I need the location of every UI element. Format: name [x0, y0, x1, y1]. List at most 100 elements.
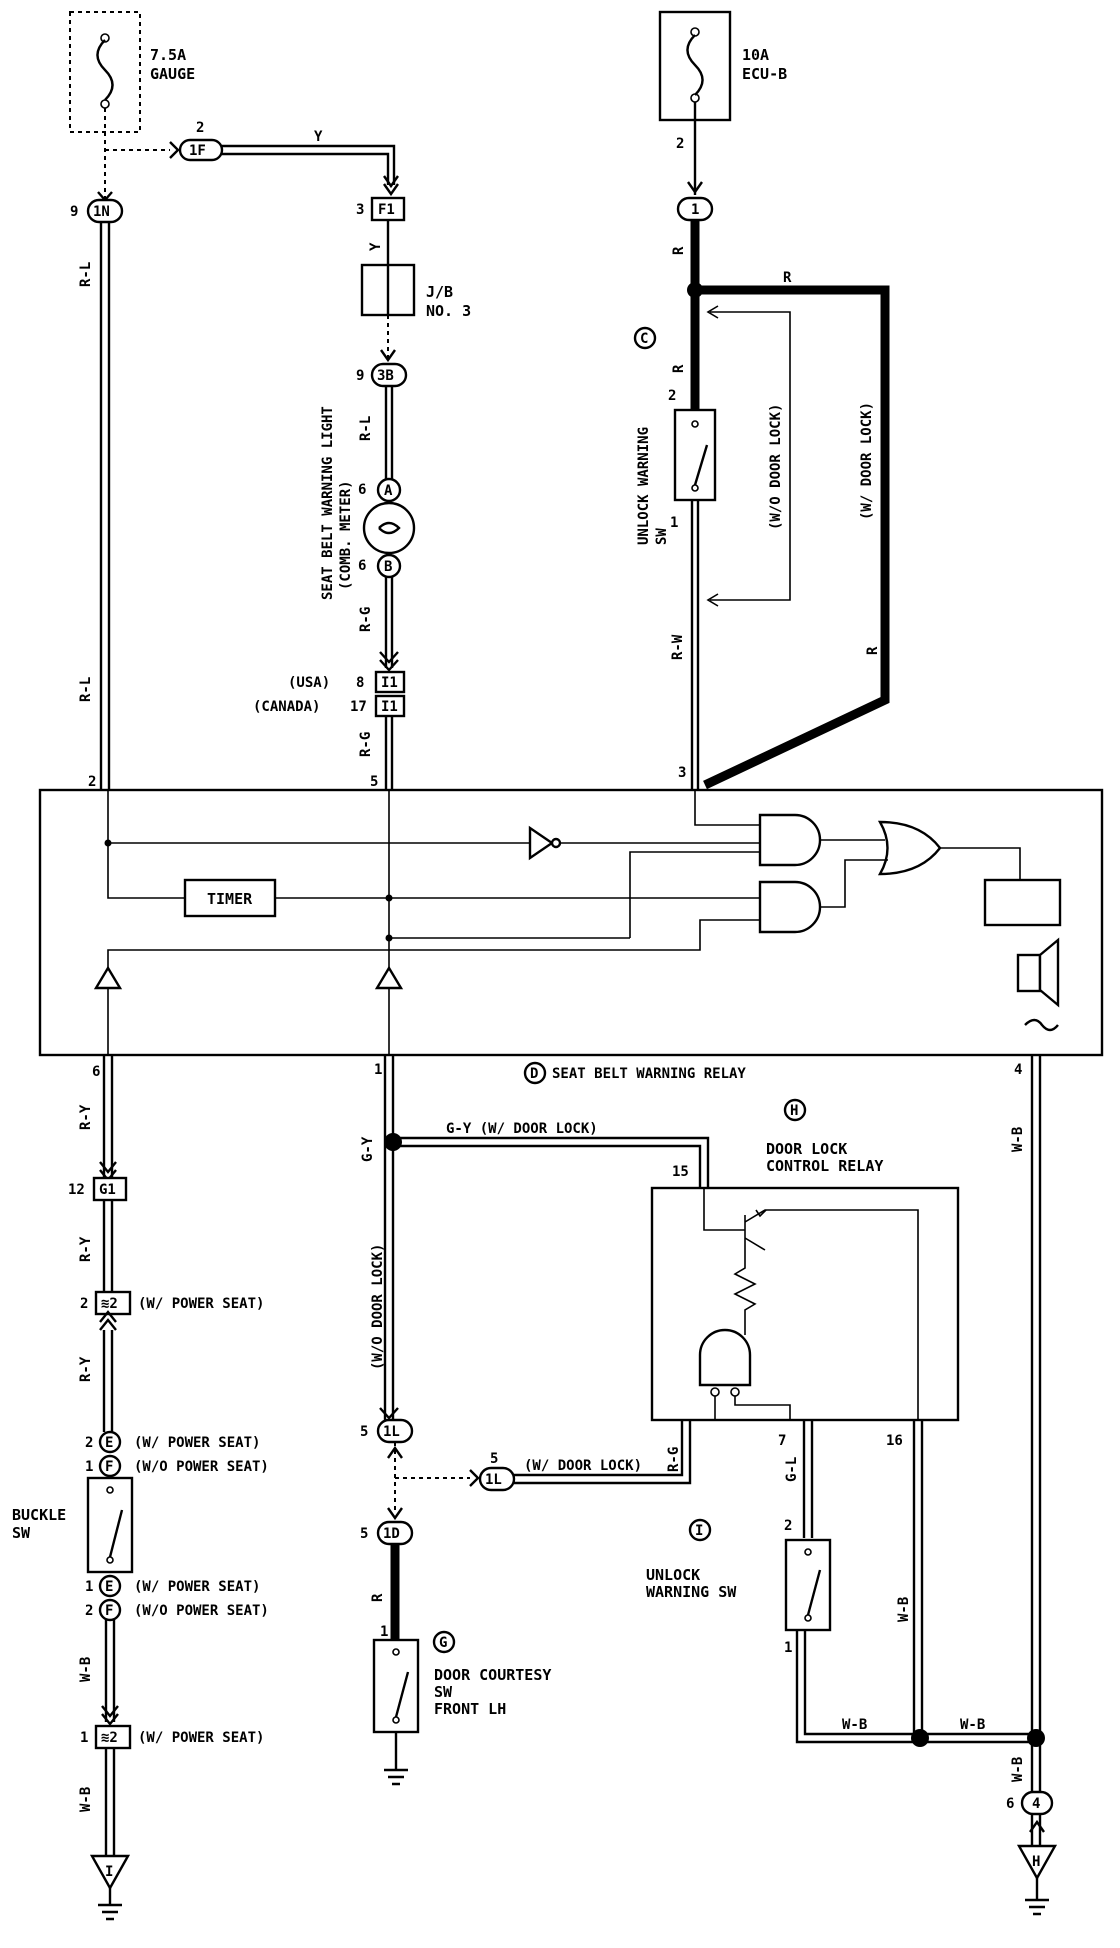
connector-1l-a: 1L 5: [360, 1418, 414, 1444]
diagram-label: 2: [88, 774, 96, 790]
diagram-label: A: [384, 483, 393, 499]
diagram-label: R-G: [358, 732, 374, 757]
diagram-label: 15: [672, 1164, 689, 1180]
diagram-label: (W/ POWER SEAT): [134, 1435, 260, 1451]
connector-i1: I1 I1 (USA) 8 (CANADA) 17: [253, 670, 406, 718]
diagram-label: 5: [360, 1424, 368, 1440]
diagram-label: 9: [70, 204, 78, 220]
diagram-label: R: [370, 1593, 386, 1602]
fuse-gauge: 7.5A GAUGE: [69, 11, 195, 133]
diagram-label: G-Y (W/ DOOR LOCK): [446, 1121, 598, 1137]
diagram-label: 1: [670, 515, 678, 531]
diagram-label: (USA): [288, 675, 330, 691]
diagram-label: CONTROL RELAY: [766, 1157, 883, 1175]
diagram-label: 1F: [189, 143, 206, 159]
diagram-label: 1: [374, 1062, 382, 1078]
diagram-label: 2: [85, 1435, 93, 1451]
diagram-label: R-G: [358, 607, 374, 632]
diagram-label: SEAT BELT WARNING RELAY: [552, 1066, 746, 1082]
diagram-label: WARNING SW: [646, 1583, 737, 1601]
diagram-label: I1: [381, 699, 398, 715]
diagram-label: W-B: [896, 1597, 912, 1622]
connector-1n: 1N 9: [70, 191, 124, 224]
diagram-label: 6: [358, 482, 366, 498]
diagram-label: W-B: [1010, 1757, 1026, 1782]
diagram-label: BUCKLE: [12, 1506, 66, 1524]
connector-1f: 1F 2: [169, 120, 224, 162]
diagram-label: 2: [80, 1296, 88, 1312]
diagram-label: 1: [85, 1579, 93, 1595]
diagram-label: (W/ POWER SEAT): [138, 1730, 264, 1746]
diagram-label: ≋2: [101, 1296, 118, 1312]
diagram-label: 2: [85, 1603, 93, 1619]
diagram-label: 6: [358, 558, 366, 574]
diagram-label: 1: [784, 1640, 792, 1656]
diagram-label: 16: [886, 1433, 903, 1449]
diagram-label: 8: [356, 675, 364, 691]
fuse-gauge-name: GAUGE: [150, 65, 195, 83]
diagram-label: DOOR COURTESY: [434, 1666, 551, 1684]
diagram-label: W-B: [78, 1787, 94, 1812]
buckle-switch: [86, 1476, 134, 1574]
connector-82-upper: ≋2 2 (W/ POWER SEAT): [80, 1290, 264, 1316]
diagram-label: G-Y: [360, 1136, 376, 1162]
diagram-label: R-L: [78, 677, 94, 702]
connector-f1: F1 3: [356, 196, 406, 222]
unlock-warning-switch-2: [784, 1538, 832, 1632]
diagram-label: 5: [370, 774, 378, 790]
diagram-label: 6: [1006, 1796, 1014, 1812]
diagram-label: W-B: [1010, 1127, 1026, 1152]
diagram-label: SEAT BELT WARNING LIGHT: [320, 406, 336, 600]
diagram-label: G1: [99, 1182, 116, 1198]
diagram-label: 1L: [383, 1424, 400, 1440]
diagram-label: I: [695, 1523, 703, 1539]
connector-3b: 3B 9: [356, 362, 408, 388]
diagram-label: 1N: [93, 204, 110, 220]
junction-block-3: J/B NO. 3: [360, 263, 471, 320]
diagram-label: UNLOCK: [646, 1566, 700, 1584]
diagram-label: 3: [356, 202, 364, 218]
diagram-label: R-W: [670, 634, 686, 660]
diagram-label: R-Y: [78, 1236, 94, 1262]
diagram-label: DOOR LOCK: [766, 1140, 847, 1158]
diagram-label: (W/ POWER SEAT): [134, 1579, 260, 1595]
diagram-label: R-L: [358, 416, 374, 441]
diagram-label: D: [530, 1066, 538, 1082]
diagram-label: (W/O DOOR LOCK): [768, 404, 784, 530]
diagram-label: B: [384, 559, 392, 575]
diagram-label: (W/ POWER SEAT): [138, 1296, 264, 1312]
fuse-gauge-rating: 7.5A: [150, 46, 186, 64]
connector-1l-b: 1L 5: [478, 1451, 516, 1492]
connector-e-f-upper: E 2 (W/ POWER SEAT) F 1 (W/O POWER SEAT): [85, 1430, 269, 1478]
connector-g1: G1 12: [68, 1176, 128, 1202]
diagram-label: 2: [196, 120, 204, 136]
diagram-label: 2: [668, 388, 676, 404]
diagram-label: 2: [676, 136, 684, 152]
diagram-label: (COMB. METER): [338, 480, 354, 590]
seat-belt-warning-light: A 6 B 6: [358, 477, 416, 579]
diagram-label: W-B: [842, 1717, 867, 1733]
fuse-ecub-name: ECU-B: [742, 65, 787, 83]
diagram-label: 12: [68, 1182, 85, 1198]
diagram-label: F1: [378, 202, 395, 218]
diagram-label: H: [790, 1103, 798, 1119]
diagram-label: FRONT LH: [434, 1700, 506, 1718]
diagram-label: 5: [360, 1526, 368, 1542]
diagram-label: NO. 3: [426, 302, 471, 320]
diagram-label: R: [671, 364, 687, 373]
diagram-label: 3B: [377, 368, 394, 384]
door-courtesy-switch: [372, 1638, 420, 1734]
diagram-label: R: [865, 646, 881, 655]
fuse-ecub: 10A ECU-B: [658, 10, 787, 122]
diagram-label: Y: [368, 242, 384, 251]
diagram-label: R-L: [78, 262, 94, 287]
diagram-label: 3: [678, 765, 686, 781]
diagram-label: 9: [356, 368, 364, 384]
diagram-label: TIMER: [207, 890, 253, 908]
diagram-label: G: [439, 1635, 447, 1651]
diagram-label: I: [105, 1864, 113, 1880]
diagram-label: SW: [434, 1683, 453, 1701]
fuse-ecub-rating: 10A: [742, 46, 769, 64]
diagram-label: (W/O POWER SEAT): [134, 1459, 269, 1475]
